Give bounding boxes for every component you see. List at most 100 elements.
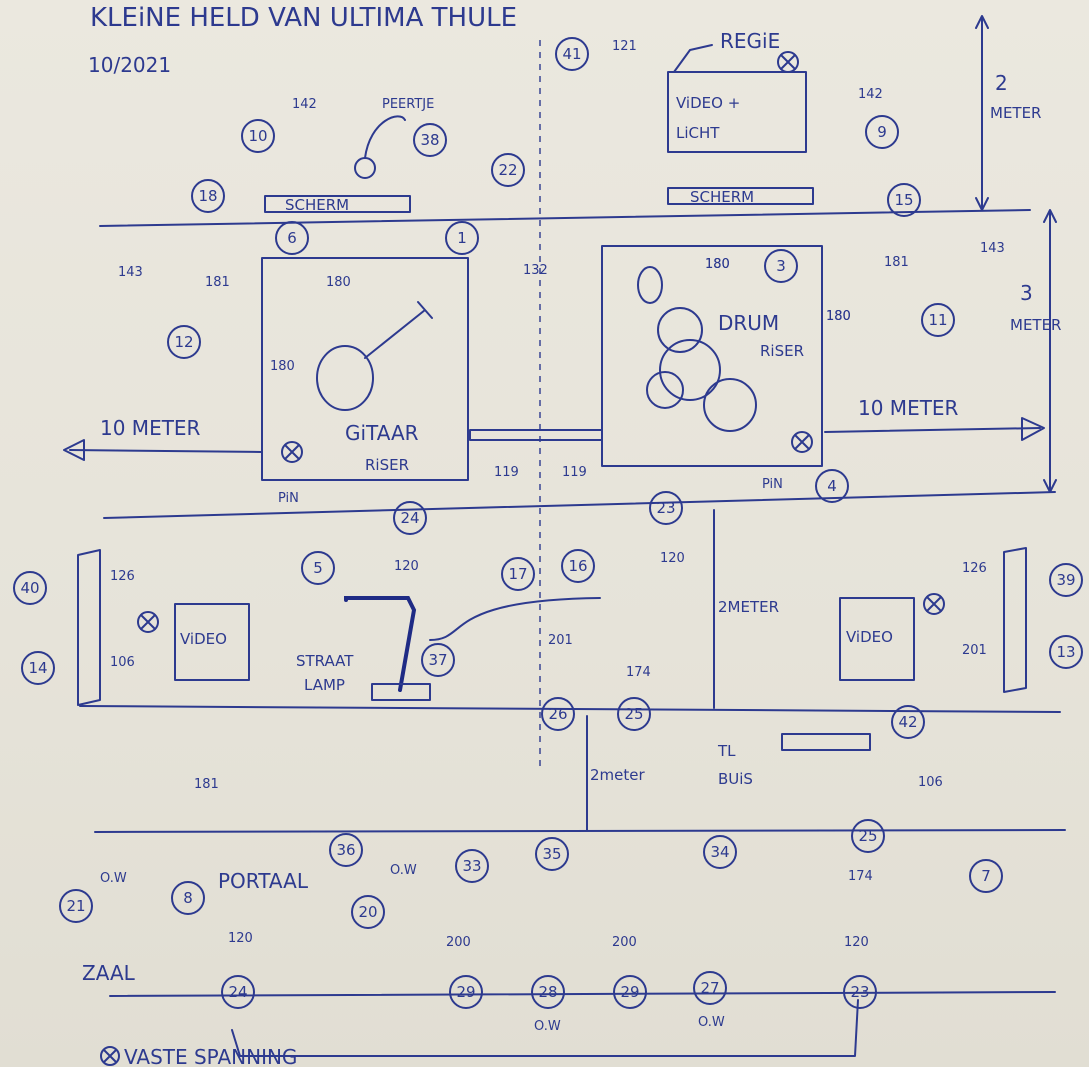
- ow-label: O.W: [390, 863, 417, 878]
- fixture-11: 11: [921, 303, 955, 337]
- fixture-number: 23: [850, 983, 869, 1001]
- fixture-12: 12: [167, 325, 201, 359]
- fixture-number: 40: [20, 579, 39, 597]
- filter-label: 181: [884, 255, 909, 270]
- filter-label: 181: [205, 275, 230, 290]
- portaal-truss: [94, 829, 1066, 833]
- fixture-number: 25: [858, 827, 877, 845]
- fixture-35: 35: [535, 837, 569, 871]
- drum-riser-label-1: DRUM: [718, 311, 779, 335]
- fixture-number: 36: [336, 841, 355, 859]
- fixture-number: 12: [174, 333, 193, 351]
- fixture-number: 21: [66, 897, 85, 915]
- fixture-number: 5: [313, 559, 323, 577]
- fixture-number: 27: [700, 979, 719, 997]
- fixture-20: 20: [351, 895, 385, 929]
- fixture-41: 41: [555, 37, 589, 71]
- video-right-label: ViDEO: [846, 628, 893, 646]
- fixture-9: 9: [865, 115, 899, 149]
- vaste-spanning-symbol: [100, 1046, 120, 1066]
- scherm-left: [264, 195, 411, 213]
- fixture-number: 3: [776, 257, 786, 275]
- tl-buis-label-2: BUiS: [718, 770, 753, 788]
- fixture-number: 15: [894, 191, 913, 209]
- filter-label: 181: [194, 777, 219, 792]
- fixture-number: 35: [542, 845, 561, 863]
- gitaar-riser: [261, 257, 469, 481]
- fixture-number: 26: [548, 705, 567, 723]
- fixture-25b: 25: [851, 819, 885, 853]
- vaste-spanning-symbol: [137, 611, 159, 633]
- fixture-number: 7: [981, 867, 991, 885]
- fixture-42: 42: [891, 705, 925, 739]
- fixture-39: 39: [1049, 563, 1083, 597]
- straat-lamp-label-1: STRAAT: [296, 652, 354, 670]
- straat-lamp-cart: [371, 683, 431, 701]
- pin-right-label: PiN: [762, 477, 783, 492]
- drum-dim-top: 180: [705, 257, 730, 272]
- filter-label: 132: [523, 263, 548, 278]
- riser-connector: [469, 429, 603, 441]
- fixture-33: 33: [455, 849, 489, 883]
- fixture-number: 10: [248, 127, 267, 145]
- vaste-spanning-symbol: [791, 431, 813, 453]
- video-left-box: [174, 603, 250, 681]
- filter-label: 126: [110, 569, 135, 584]
- filter-label: 174: [848, 869, 873, 884]
- fixture-number: 6: [287, 229, 297, 247]
- fixture-number: 41: [562, 45, 581, 63]
- filter-label: 120: [228, 931, 253, 946]
- tl-buis: [781, 733, 871, 751]
- fixture-number: 18: [198, 187, 217, 205]
- filter-label: 120: [660, 551, 685, 566]
- zaal-truss: [109, 991, 1056, 997]
- filter-label: 121: [612, 39, 637, 54]
- tl-buis-label-1: TL: [717, 742, 736, 760]
- fixture-27: 27: [693, 971, 727, 1005]
- fixture-number: 16: [568, 557, 587, 575]
- fixture-34: 34: [703, 835, 737, 869]
- dim-2meter-label: 2METER: [718, 598, 779, 616]
- fixture-21: 21: [59, 889, 93, 923]
- drum-riser: [601, 245, 823, 467]
- dim-meter-label: METER: [990, 104, 1041, 122]
- fixture-23b: 23: [843, 975, 877, 1009]
- ow-label: O.W: [100, 871, 127, 886]
- pin-left-label: PiN: [278, 491, 299, 506]
- vaste-spanning-symbol: [281, 441, 303, 463]
- filter-label: 120: [844, 935, 869, 950]
- fixture-number: 39: [1056, 571, 1075, 589]
- filter-label: 201: [962, 643, 987, 658]
- portaal-label: PORTAAL: [218, 869, 309, 893]
- dim-10-meter-left-label: 10 METER: [100, 416, 201, 440]
- ow-label: O.W: [534, 1019, 561, 1034]
- peertje-label: PEERTJE: [382, 97, 434, 112]
- video-left-label: ViDEO: [180, 630, 227, 648]
- dim-10-meter-left: [69, 449, 263, 453]
- upstage-truss: [99, 209, 1031, 227]
- filter-label: 142: [858, 87, 883, 102]
- fixture-8: 8: [171, 881, 205, 915]
- fixture-36: 36: [329, 833, 363, 867]
- filter-label: 143: [980, 241, 1005, 256]
- fixture-15: 15: [887, 183, 921, 217]
- fixture-22: 22: [491, 153, 525, 187]
- fixture-number: 13: [1056, 643, 1075, 661]
- filter-label: 143: [118, 265, 143, 280]
- filter-label: 174: [626, 665, 651, 680]
- filter-label: 142: [292, 97, 317, 112]
- gitaar-riser-label-2: RiSER: [365, 456, 409, 474]
- fixture-number: 28: [538, 983, 557, 1001]
- straat-lamp: [344, 596, 417, 692]
- fixture-16: 16: [561, 549, 595, 583]
- gitaar-dim-side: 180: [270, 359, 295, 374]
- video-licht-label-1: ViDEO +: [676, 94, 740, 112]
- fixture-number: 24: [228, 983, 247, 1001]
- bulb-icon: [354, 115, 406, 179]
- boom-right: [1003, 547, 1027, 693]
- fixture-number: 8: [183, 889, 193, 907]
- filter-label: 106: [918, 775, 943, 790]
- scherm-right: [667, 187, 814, 205]
